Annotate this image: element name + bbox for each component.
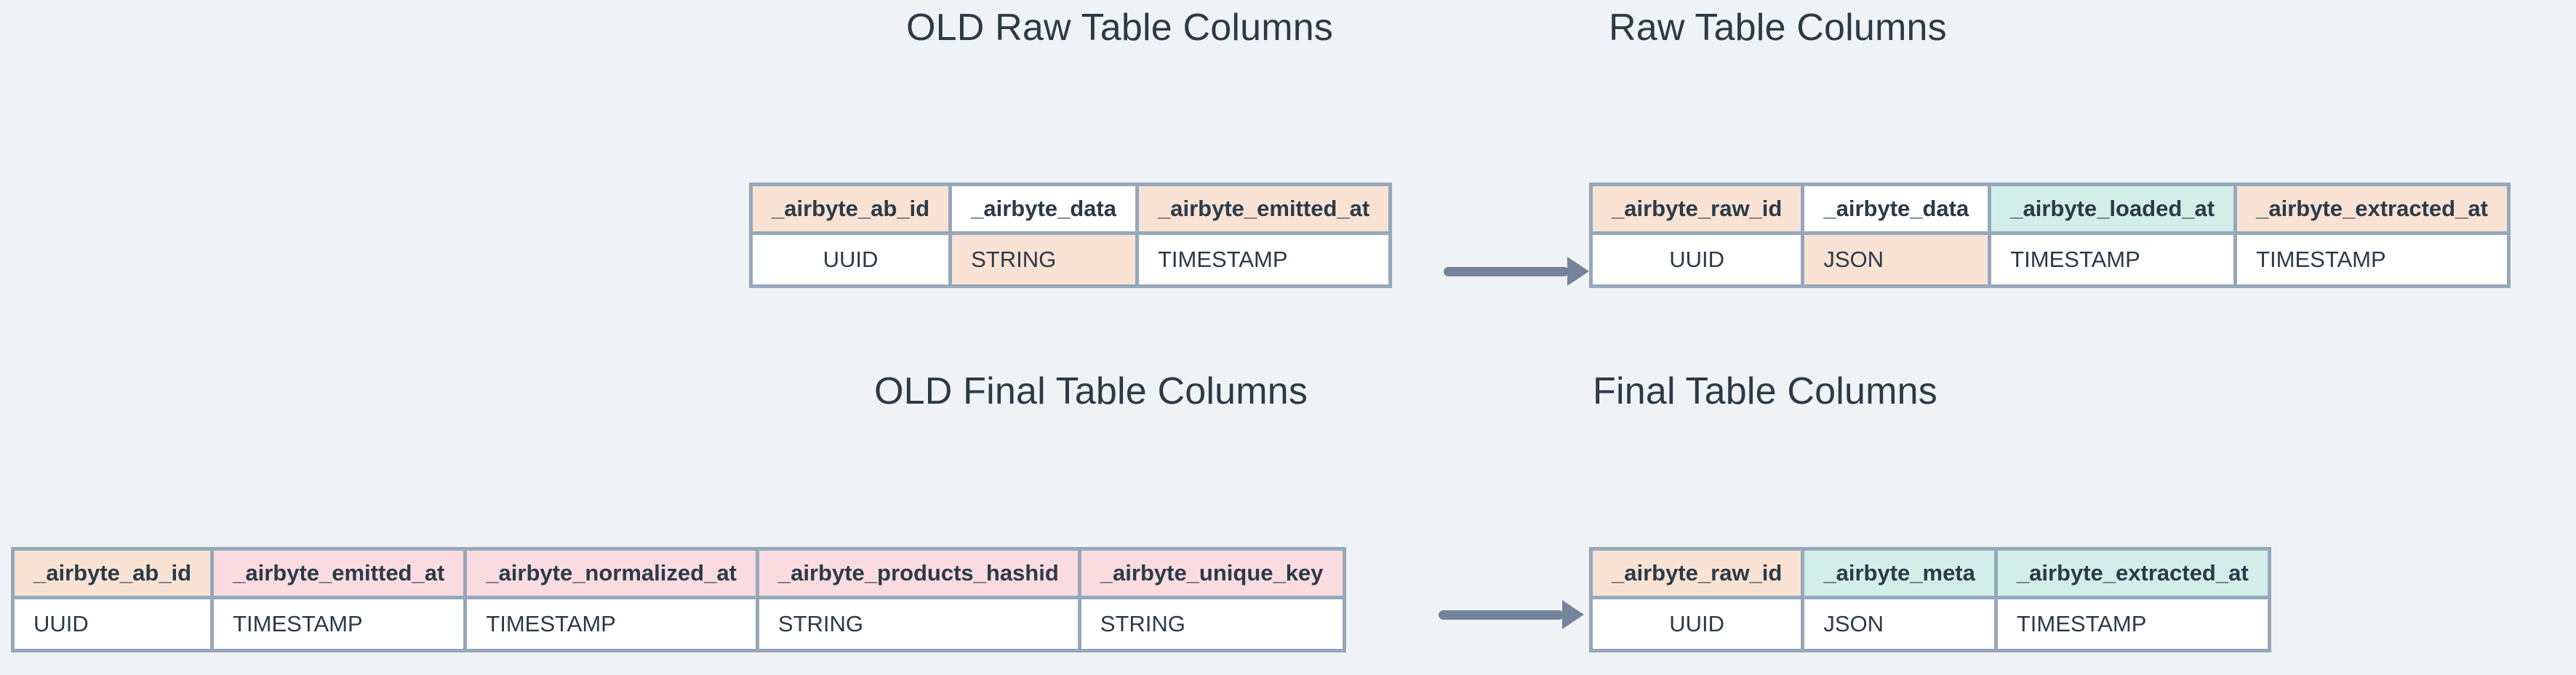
table-row: _airbyte_raw_id _airbyte_data _airbyte_l…: [1593, 186, 2507, 231]
title-final-table-columns: Final Table Columns: [1593, 370, 1937, 412]
column-header-cell: _airbyte_raw_id: [1593, 551, 1801, 596]
table-new-final: _airbyte_raw_id _airbyte_meta _airbyte_e…: [1589, 547, 2271, 652]
column-type-cell: STRING: [1077, 596, 1343, 649]
column-type-cell: TIMESTAMP: [1988, 231, 2234, 284]
column-header-cell: _airbyte_emitted_at: [1135, 186, 1389, 231]
column-type-cell: UUID: [15, 596, 211, 649]
column-header-cell: _airbyte_extracted_at: [2233, 186, 2507, 231]
column-header-cell: _airbyte_loaded_at: [1988, 186, 2234, 231]
table-row: UUID JSON TIMESTAMP TIMESTAMP: [1593, 231, 2507, 284]
table-row: UUID TIMESTAMP TIMESTAMP STRING STRING: [15, 596, 1343, 649]
column-header-cell: _airbyte_data: [1801, 186, 1988, 231]
table-row: _airbyte_raw_id _airbyte_meta _airbyte_e…: [1593, 551, 2268, 596]
column-type-cell: UUID: [753, 231, 949, 284]
title-old-final-table-columns: OLD Final Table Columns: [874, 370, 1308, 412]
title-old-raw-table-columns: OLD Raw Table Columns: [906, 7, 1334, 49]
column-header-cell: _airbyte_extracted_at: [1993, 551, 2268, 596]
column-header-cell: _airbyte_unique_key: [1077, 551, 1343, 596]
column-header-cell: _airbyte_raw_id: [1593, 186, 1801, 231]
table-old-raw: _airbyte_ab_id _airbyte_data _airbyte_em…: [749, 183, 1393, 288]
column-header-cell: _airbyte_ab_id: [15, 551, 211, 596]
column-type-cell: JSON: [1801, 596, 1994, 649]
column-type-cell: UUID: [1593, 596, 1801, 649]
column-type-cell: TIMESTAMP: [210, 596, 464, 649]
arrow-old-raw-to-raw-icon: [1444, 257, 1589, 286]
table-row: _airbyte_ab_id _airbyte_data _airbyte_em…: [753, 186, 1389, 231]
column-header-cell: _airbyte_emitted_at: [210, 551, 464, 596]
column-type-cell: TIMESTAMP: [463, 596, 756, 649]
column-type-cell: STRING: [755, 596, 1078, 649]
column-header-cell: _airbyte_ab_id: [753, 186, 949, 231]
table-row: UUID STRING TIMESTAMP: [753, 231, 1389, 284]
column-header-cell: _airbyte_normalized_at: [463, 551, 756, 596]
table-row: UUID JSON TIMESTAMP: [1593, 596, 2268, 649]
column-type-cell: JSON: [1801, 231, 1988, 284]
column-header-cell: _airbyte_products_hashid: [755, 551, 1078, 596]
table-new-raw: _airbyte_raw_id _airbyte_data _airbyte_l…: [1589, 183, 2511, 288]
column-type-cell: STRING: [948, 231, 1135, 284]
column-header-cell: _airbyte_meta: [1801, 551, 1994, 596]
column-type-cell: TIMESTAMP: [1135, 231, 1389, 284]
column-type-cell: TIMESTAMP: [2233, 231, 2507, 284]
column-type-cell: UUID: [1593, 231, 1801, 284]
arrow-old-final-to-final-icon: [1439, 600, 1584, 629]
table-row: _airbyte_ab_id _airbyte_emitted_at _airb…: [15, 551, 1343, 596]
column-type-cell: TIMESTAMP: [1993, 596, 2268, 649]
column-header-cell: _airbyte_data: [948, 186, 1135, 231]
table-old-final: _airbyte_ab_id _airbyte_emitted_at _airb…: [11, 547, 1346, 652]
title-raw-table-columns: Raw Table Columns: [1609, 7, 1947, 49]
